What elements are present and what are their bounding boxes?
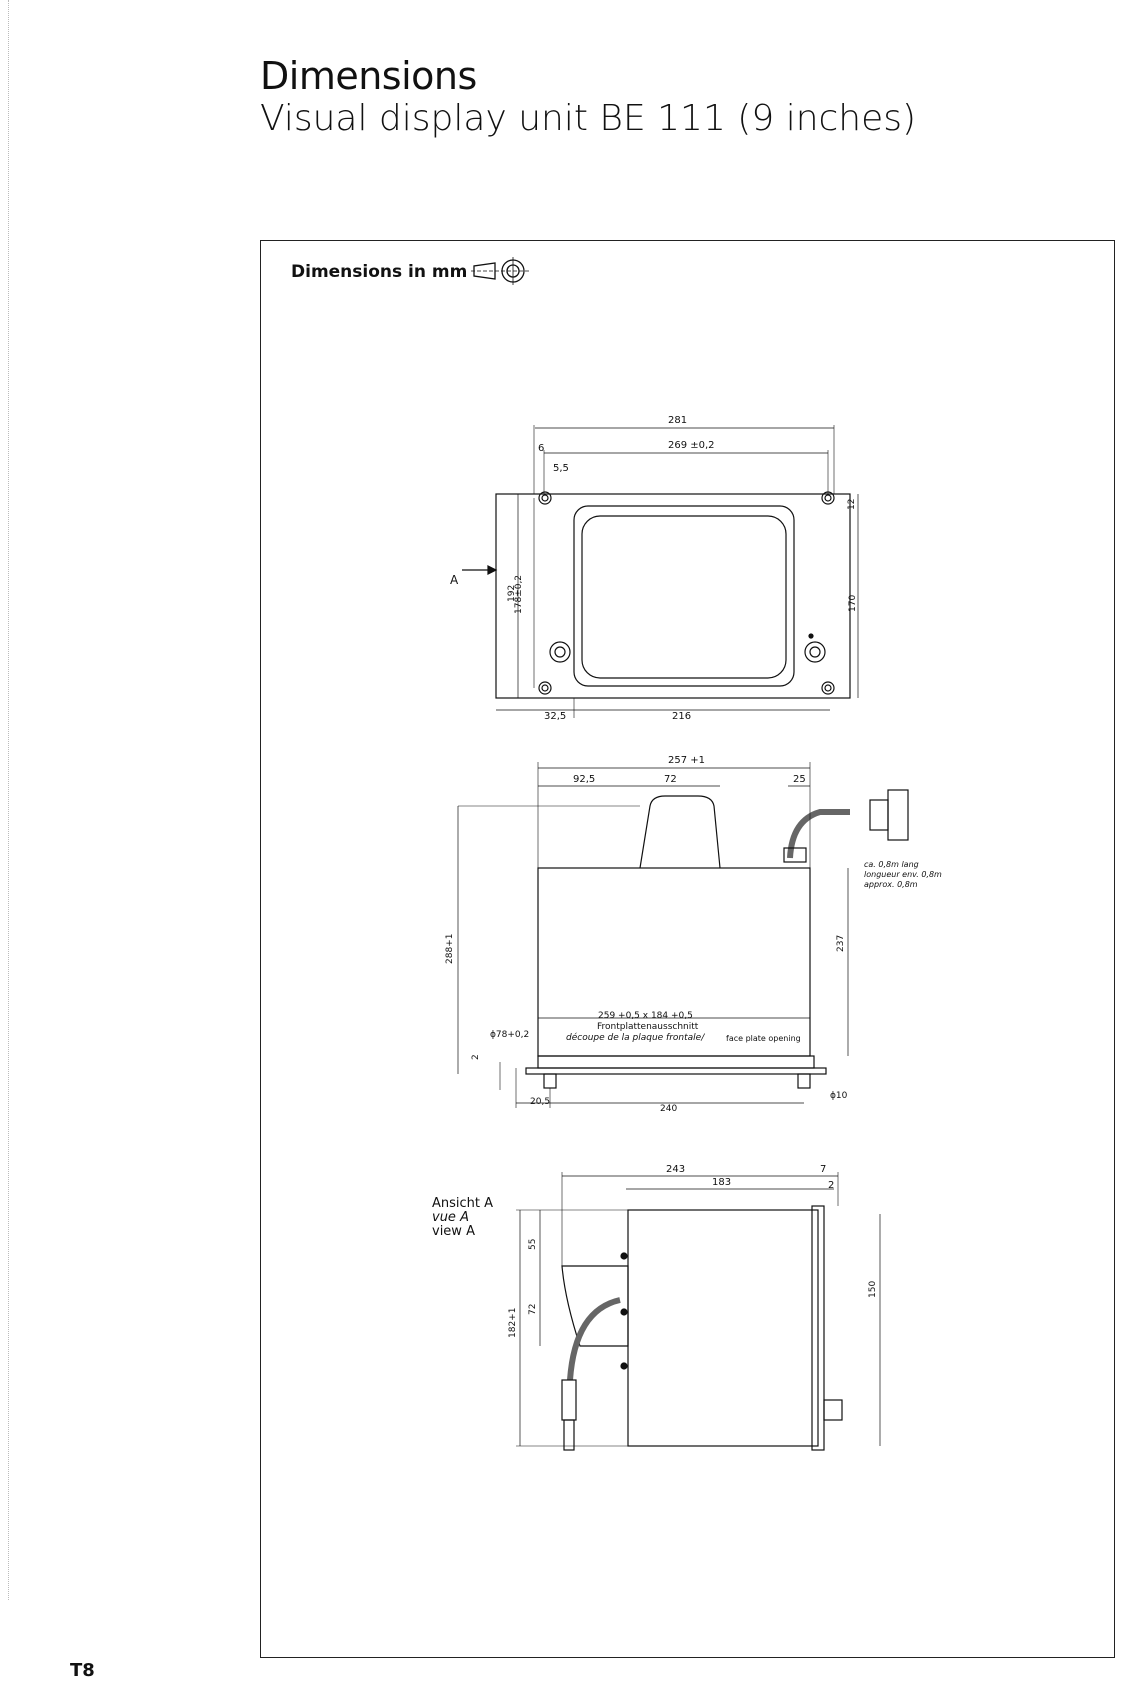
dim-32-5: 32,5 (544, 711, 567, 722)
front-view (462, 425, 859, 718)
dim-12: 12 (847, 498, 857, 510)
dim-170: 170 (848, 594, 858, 612)
view-a-label-en: view A (432, 1224, 475, 1239)
scan-edge-line (8, 0, 9, 1600)
dim-257: 257 +1 (668, 755, 706, 766)
dim-2: 2 (471, 1054, 481, 1060)
dim-92-5: 92,5 (573, 774, 596, 785)
cutout-dims: 259 +0,5 x 184 +0,5 (598, 1011, 693, 1021)
dim-237: 237 (836, 934, 846, 952)
dim-72: 72 (664, 774, 677, 785)
dim-7: 7 (820, 1164, 827, 1175)
cable-note-de: ca. 0,8m lang (864, 860, 919, 869)
dim-178: 178±0,2 (514, 574, 524, 614)
cutout-label-de: Frontplattenausschnitt (597, 1022, 699, 1032)
page-title: Dimensions (260, 54, 477, 98)
dim-150: 150 (868, 1280, 878, 1298)
units-label: Dimensions in mm (291, 262, 468, 282)
view-a (516, 1172, 881, 1451)
dim-25: 25 (793, 774, 806, 785)
cutout-label-en: face plate opening (726, 1034, 801, 1043)
dim-6: 6 (538, 443, 545, 454)
dim-183: 183 (712, 1177, 732, 1188)
dim-281: 281 (668, 415, 688, 426)
dim-5-5: 5,5 (553, 463, 569, 474)
cutout-label-fr: découpe de la plaque frontale/ (566, 1033, 705, 1043)
dim-phi10: ϕ10 (830, 1091, 848, 1101)
cable-note-fr: longueur env. 0,8m (864, 870, 942, 879)
dim-182: 182+1 (508, 1307, 518, 1338)
dim-phi78: ϕ78+0,2 (490, 1030, 530, 1040)
dim-240: 240 (660, 1104, 678, 1114)
projection-symbol-icon (471, 257, 531, 285)
dim-216: 216 (672, 711, 692, 722)
dim-72-view-a: 72 (528, 1303, 538, 1315)
view-a-caption: Ansicht A vue A view A (432, 1197, 493, 1239)
dim-269: 269 ±0,2 (668, 440, 715, 451)
dim-55: 55 (528, 1238, 538, 1250)
view-arrow-label: A (450, 573, 459, 587)
dim-20-5: 20,5 (530, 1097, 551, 1107)
dim-243: 243 (666, 1164, 686, 1175)
cable-note-en: approx. 0,8m (864, 880, 918, 889)
page-subtitle: Visual display unit BE 111 (9 inches) (260, 98, 917, 139)
page-number: T8 (70, 1660, 95, 1681)
view-a-label-de: Ansicht A (432, 1196, 494, 1211)
dim-288: 288+1 (445, 933, 455, 964)
side-view (457, 762, 909, 1108)
drawing-frame (260, 240, 1115, 1658)
dim-2-view-a: 2 (828, 1180, 835, 1191)
view-a-label-fr: vue A (432, 1210, 469, 1225)
